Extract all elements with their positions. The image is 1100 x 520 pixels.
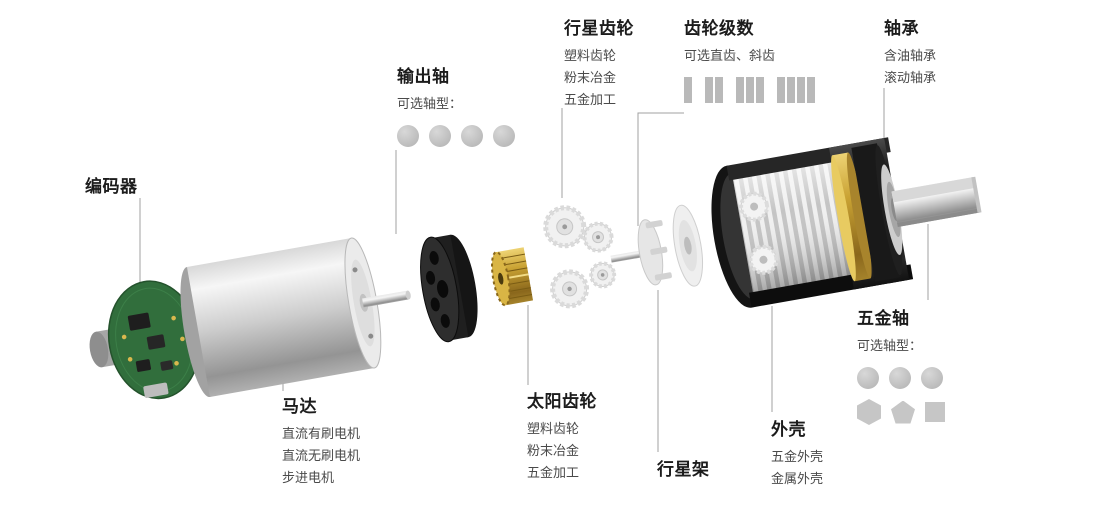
motor-title: 马达 — [282, 397, 317, 416]
shaft-hexagon-icon — [857, 399, 881, 425]
output-shaft-title: 输出轴 — [397, 67, 450, 86]
bearing-item: 滚动轴承 — [884, 70, 937, 85]
planetary-gear-item: 粉末冶金 — [564, 70, 617, 85]
bearing-title: 轴承 — [884, 19, 919, 38]
gear-stage-icons — [684, 77, 815, 103]
label-output-shaft: 输出轴 可选轴型： — [397, 62, 515, 147]
motor-item: 直流有刷电机 — [282, 426, 361, 441]
planet-carrier-title: 行星架 — [657, 460, 710, 479]
planetary-gear-title: 行星齿轮 — [564, 19, 634, 38]
front-end-cap — [420, 234, 478, 343]
output-shaft-part — [891, 176, 982, 227]
gear-stage-1-icon — [684, 77, 692, 103]
label-planetary-gear: 行星齿轮 塑料齿轮 粉末冶金 五金加工 — [564, 14, 634, 111]
gearbox-housing — [711, 137, 914, 308]
label-motor: 马达 直流有刷电机 直流无刷电机 步进电机 — [282, 392, 360, 489]
shaft-round-icon — [857, 367, 879, 389]
label-gear-stages: 齿轮级数 可选直齿、斜齿 — [684, 14, 815, 103]
shaft-round-icon — [889, 367, 911, 389]
exploded-assembly — [89, 137, 982, 400]
planetary-gear-item: 塑料齿轮 — [564, 48, 617, 63]
shaft-round-icon — [921, 367, 943, 389]
metal-shaft-subtitle: 可选轴型： — [857, 338, 923, 353]
gear-stage-2-icon — [705, 77, 723, 103]
sun-gear-item: 塑料齿轮 — [527, 421, 580, 436]
gear-stage-4-icon — [777, 77, 815, 103]
motor-body — [180, 237, 411, 398]
output-shaft-subtitle: 可选轴型： — [397, 96, 463, 111]
gear-stages-subtitle: 可选直齿、斜齿 — [684, 48, 776, 63]
motor-item: 直流无刷电机 — [282, 448, 361, 463]
shaft-round-icon — [397, 125, 419, 147]
sun-pinion-brass — [491, 247, 534, 307]
sun-gear-item: 粉末冶金 — [527, 443, 580, 458]
label-metal-shaft: 五金轴 可选轴型： — [857, 304, 945, 425]
gear-stage-3-icon — [736, 77, 764, 103]
shaft-round-icon — [493, 125, 515, 147]
label-bearing: 轴承 含油轴承 滚动轴承 — [884, 14, 936, 89]
shaft-pentagon-icon — [891, 400, 915, 424]
sun-gear-item: 五金加工 — [527, 465, 580, 480]
encoder-pcb — [107, 280, 201, 400]
leader-gear-stages — [637, 112, 684, 226]
metal-shaft-title: 五金轴 — [857, 309, 910, 328]
planetary-gears — [543, 205, 617, 309]
label-planet-carrier: 行星架 — [657, 455, 710, 486]
motor-item: 步进电机 — [282, 470, 335, 485]
gear-stages-title: 齿轮级数 — [684, 19, 754, 38]
housing-item: 金属外壳 — [771, 471, 824, 486]
metal-shaft-type-icons-row2 — [857, 399, 945, 425]
label-housing: 外壳 五金外壳 金属外壳 — [771, 415, 823, 490]
planet-carrier-part — [610, 204, 704, 287]
label-sun-gear: 太阳齿轮 塑料齿轮 粉末冶金 五金加工 — [527, 387, 597, 484]
encoder-title: 编码器 — [85, 177, 138, 196]
shaft-square-icon — [925, 402, 945, 422]
housing-item: 五金外壳 — [771, 449, 824, 464]
label-encoder: 编码器 — [85, 172, 138, 203]
shaft-round-icon — [461, 125, 483, 147]
housing-title: 外壳 — [771, 420, 806, 439]
bearing-item: 含油轴承 — [884, 48, 937, 63]
metal-shaft-type-icons-row1 — [857, 367, 945, 389]
planetary-gear-item: 五金加工 — [564, 92, 617, 107]
sun-gear-title: 太阳齿轮 — [527, 392, 597, 411]
output-shaft-type-icons — [397, 125, 515, 147]
shaft-round-icon — [429, 125, 451, 147]
